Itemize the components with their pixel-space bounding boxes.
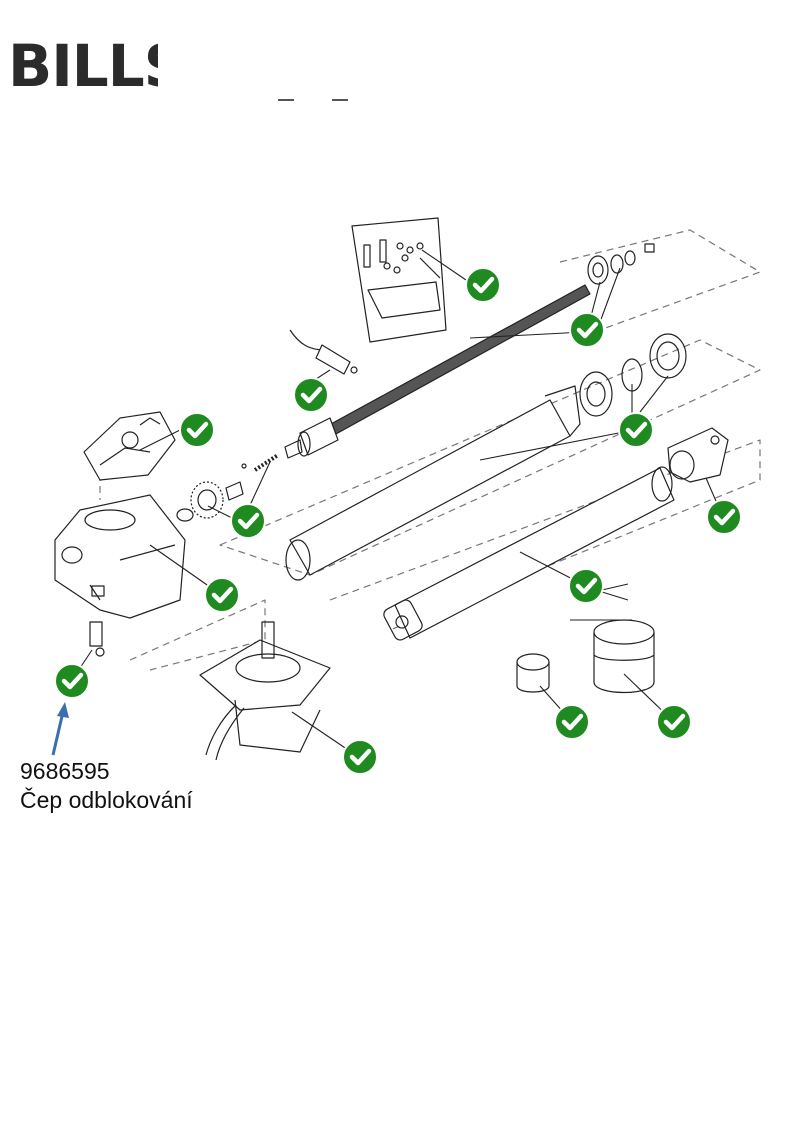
motor-housing — [54, 494, 186, 619]
check-badge-icon — [343, 740, 377, 774]
logo-fragment — [332, 99, 348, 101]
brand-logo: BILLS — [8, 36, 158, 96]
part-callout: 9686595 Čep odblokování — [20, 757, 193, 815]
part-number: 9686595 — [20, 758, 110, 784]
check-badge-icon — [570, 313, 604, 347]
electric-motor — [199, 621, 331, 761]
rear-fitting — [667, 427, 729, 483]
check-badge-icon — [569, 569, 603, 603]
check-badge-icon — [294, 378, 328, 412]
check-badge-icon — [205, 578, 239, 612]
washers — [587, 243, 655, 285]
gear-set — [176, 453, 280, 522]
check-badge-icon — [657, 705, 691, 739]
check-badge-icon — [619, 413, 653, 447]
small-canister — [516, 653, 550, 693]
check-badge-icon — [55, 664, 89, 698]
part-name: Čep odblokování — [20, 787, 193, 813]
logo-fragment — [278, 99, 294, 101]
check-badge-icon — [707, 500, 741, 534]
check-badge-icon — [231, 504, 265, 538]
bracket-kit — [351, 217, 447, 343]
sensor-cable — [289, 329, 358, 375]
release-pin — [89, 621, 105, 657]
outer-tube — [285, 385, 581, 581]
threaded-spindle — [284, 284, 591, 459]
top-cover — [83, 411, 176, 481]
inner-tube — [383, 466, 675, 641]
check-badge-icon — [466, 268, 500, 302]
bushing-set — [579, 333, 687, 417]
check-badge-icon — [180, 413, 214, 447]
arrow-up-icon — [51, 702, 69, 756]
large-canister — [593, 619, 655, 694]
check-badge-icon — [555, 705, 589, 739]
